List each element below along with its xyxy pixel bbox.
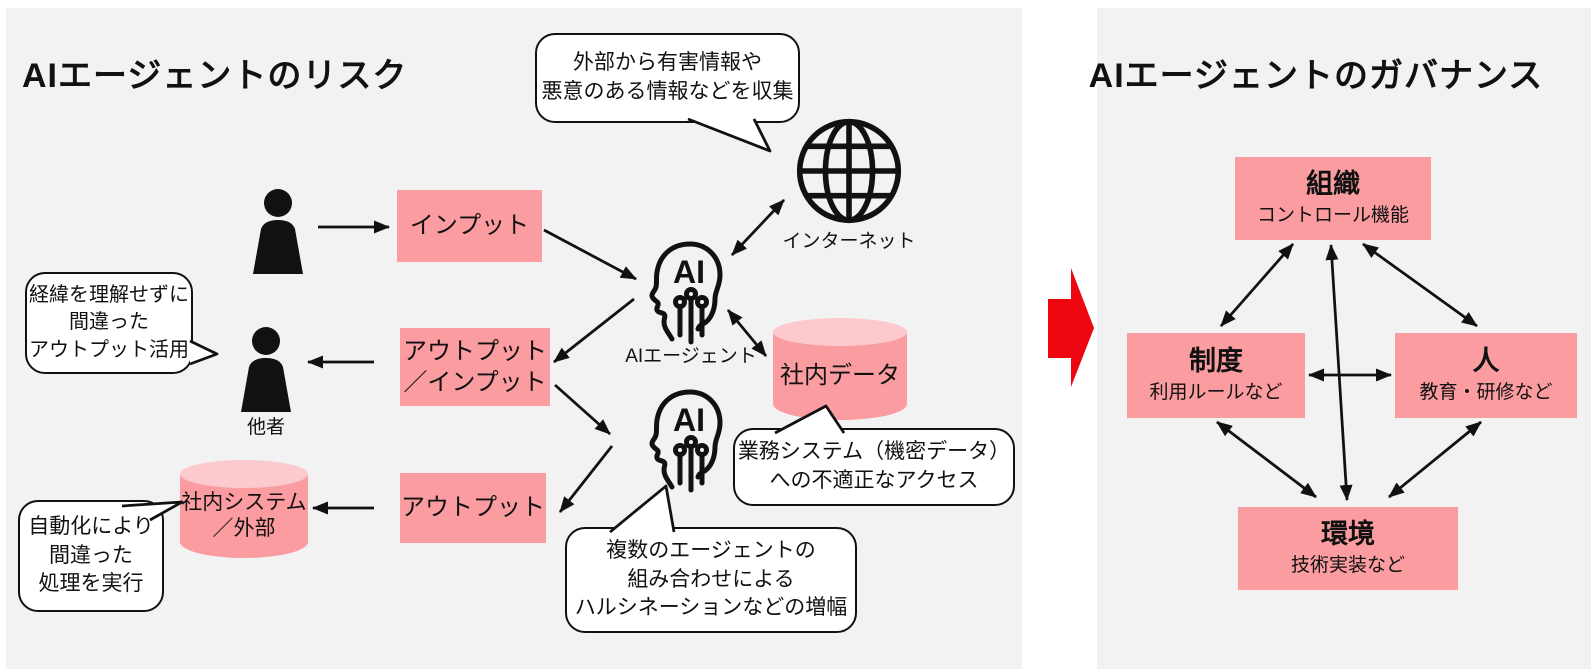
svg-text:AI: AI (673, 254, 705, 290)
ai-agent-label: AIエージェント (625, 346, 757, 367)
people-node: 人 教育・研修など (1395, 333, 1577, 418)
rules-node: 制度 利用ルールなど (1127, 333, 1305, 418)
governance-panel: AIエージェントのガバナンス 組織 コントロール機能 制度 利用ルールなど 人 … (1089, 8, 1591, 669)
internet-label: インターネット (782, 231, 916, 252)
svg-text:AI: AI (673, 402, 705, 438)
other-person-icon (230, 326, 302, 412)
red-transition-arrow (1048, 268, 1094, 387)
internal-system-cylinder: 社内システム ／外部 (180, 460, 308, 558)
output-input-box: アウトプット ／インプット (400, 328, 550, 406)
speech-bubble-access: 業務システム（機密データ） への不適正なアクセス (733, 428, 1015, 506)
risk-panel-title: AIエージェントのリスク (22, 57, 408, 95)
globe-icon (793, 115, 905, 227)
ai-head-icon: AI (642, 386, 737, 494)
speech-bubble-automation: 自動化により 間違った 処理を実行 (18, 500, 164, 612)
other-person-label: 他者 (246, 417, 285, 438)
internal-data-cylinder: 社内データ (773, 318, 907, 420)
organization-node: 組織 コントロール機能 (1235, 157, 1431, 240)
speech-bubble-misuse: 経緯を理解せずに 間違った アウトプット活用 (25, 272, 193, 374)
environment-node: 環境 技術実装など (1238, 507, 1458, 590)
speech-bubble-collect: 外部から有害情報や 悪意のある情報などを収集 (535, 33, 800, 123)
governance-panel-title: AIエージェントのガバナンス (1088, 57, 1544, 95)
speech-bubble-hallucination: 複数のエージェントの 組み合わせによる ハルシネーションなどの増幅 (565, 527, 857, 633)
user-icon (242, 188, 314, 274)
input-box: インプット (397, 190, 542, 262)
output-box: アウトプット (400, 473, 546, 543)
risk-panel: AIエージェントのリスク インプット 外部から有害情報や 悪意のある情報などを収… (6, 8, 1022, 669)
ai-head-icon: AI (642, 238, 737, 346)
